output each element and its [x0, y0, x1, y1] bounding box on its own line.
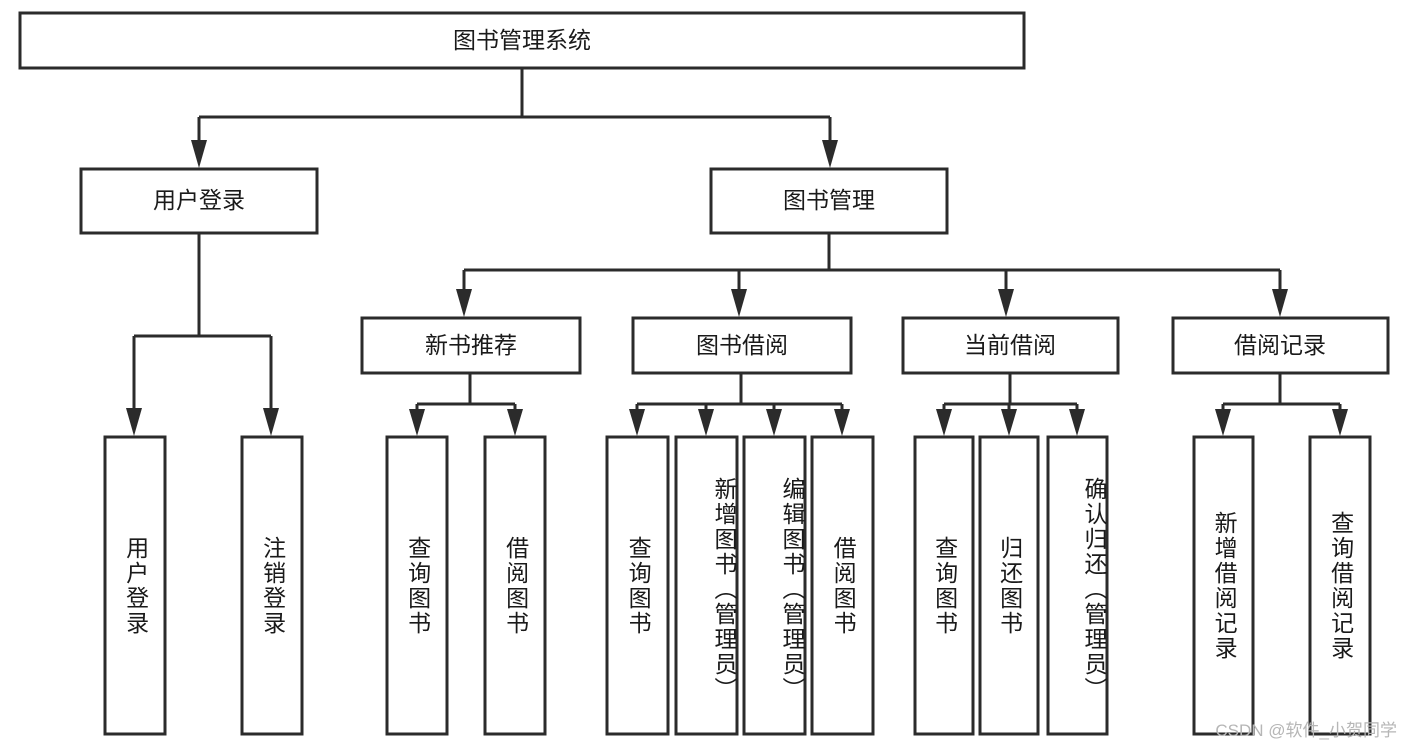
node-new-book-rec[interactable]: 新书推荐: [360, 316, 582, 375]
connector-newbookrec-to-leaves: [409, 373, 523, 436]
node-book-manage-label: 图书管理: [783, 187, 875, 213]
leaf-rect-add-record[interactable]: [1192, 435, 1255, 736]
connector-userlogin-to-leaves: [126, 233, 279, 436]
leaf-rect-user-login[interactable]: [103, 435, 167, 736]
connector-bookmanage-to-level3: [456, 233, 1288, 317]
node-book-manage[interactable]: 图书管理: [709, 167, 949, 235]
leaf-rect-borrow-book[interactable]: [810, 435, 875, 736]
node-root[interactable]: 图书管理系统: [18, 11, 1026, 70]
node-borrow-record-label: 借阅记录: [1234, 332, 1326, 358]
node-book-borrow[interactable]: 图书借阅: [631, 316, 853, 375]
leaf-rect-confirm-return[interactable]: [1046, 435, 1109, 736]
leaf-rect-logout[interactable]: [240, 435, 304, 736]
connector-root-to-level2: [191, 68, 838, 168]
watermark-text: CSDN @软件_小贺同学: [1215, 721, 1397, 740]
node-root-label: 图书管理系统: [453, 27, 591, 53]
node-current-borrow[interactable]: 当前借阅: [901, 316, 1120, 375]
connector-bookborrow-to-leaves: [629, 373, 850, 436]
leaf-rect-query-record[interactable]: [1308, 435, 1372, 736]
leaf-rect-query-book-cur[interactable]: [913, 435, 975, 736]
leaf-node-rects: [103, 435, 1372, 736]
connector-currentborrow-to-leaves: [936, 373, 1085, 436]
node-user-login-label: 用户登录: [153, 187, 245, 213]
leaf-rect-query-book-borrow[interactable]: [605, 435, 670, 736]
leaf-rect-return-book[interactable]: [978, 435, 1040, 736]
leaf-rect-add-book[interactable]: [674, 435, 739, 736]
node-borrow-record[interactable]: 借阅记录: [1171, 316, 1390, 375]
leaf-rect-query-book-rec[interactable]: [385, 435, 449, 736]
connector-borrowrecord-to-leaves: [1215, 373, 1348, 436]
node-user-login[interactable]: 用户登录: [79, 167, 319, 235]
node-current-borrow-label: 当前借阅: [964, 332, 1056, 358]
leaf-rect-edit-book[interactable]: [742, 435, 807, 736]
node-new-book-rec-label: 新书推荐: [425, 332, 517, 358]
node-book-borrow-label: 图书借阅: [696, 332, 788, 358]
leaf-rect-borrow-book-rec[interactable]: [483, 435, 547, 736]
